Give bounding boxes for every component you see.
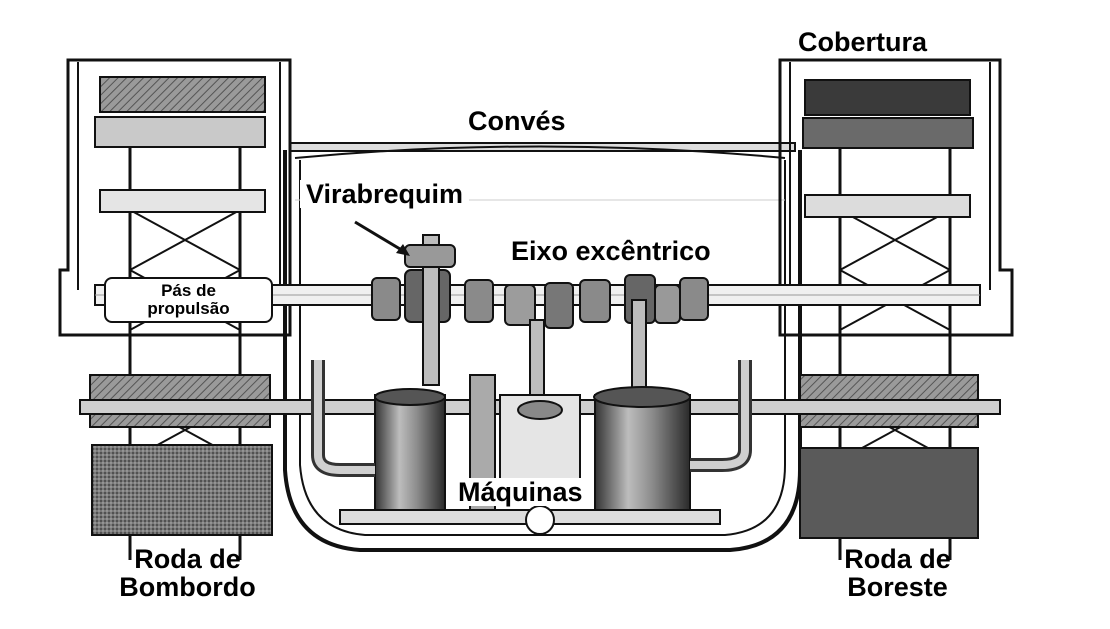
- label-roda-bombordo-line1: Roda de: [134, 544, 241, 574]
- label-virabrequim: Virabrequim: [300, 180, 470, 208]
- label-roda-bombordo-line2: Bombordo: [119, 572, 256, 603]
- label-roda-bombordo: Roda de Bombordo: [100, 545, 275, 602]
- label-pas-line1: Pás de: [161, 281, 216, 300]
- label-conves: Convés: [462, 107, 572, 135]
- label-pas-de-propulsao: Pás de propulsão: [104, 277, 273, 323]
- label-cobertura: Cobertura: [798, 27, 928, 57]
- label-roda-boreste: Roda de Boreste: [810, 545, 985, 602]
- label-roda-boreste-line2: Boreste: [847, 572, 948, 603]
- port-paddle-floats: [89, 76, 273, 536]
- main-shaft: [94, 284, 981, 306]
- label-roda-boreste-line1: Roda de: [844, 544, 951, 574]
- virabrequim-pointer: [354, 220, 410, 256]
- label-eixo-excentrico: Eixo excêntrico: [505, 237, 717, 265]
- hull: [283, 150, 802, 552]
- label-pas-line2: propulsão: [147, 298, 230, 318]
- starboard-paddle-floats: [799, 79, 979, 539]
- label-maquinas: Máquinas: [452, 478, 589, 506]
